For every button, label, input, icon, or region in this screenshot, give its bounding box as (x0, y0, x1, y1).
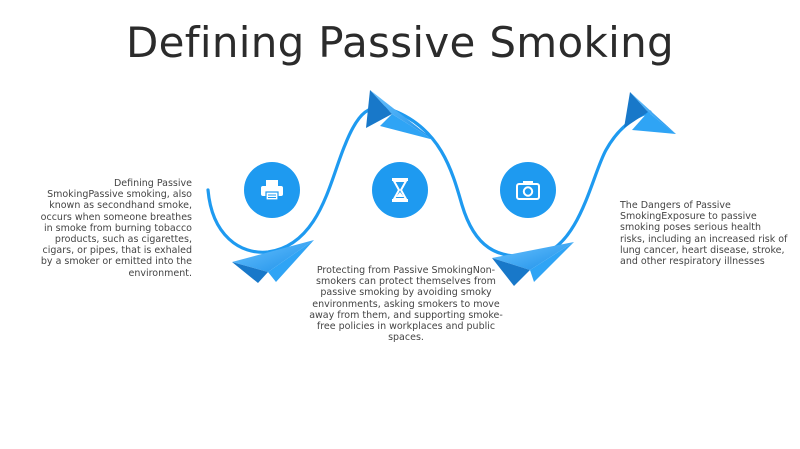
step-2-text: Protecting from Passive SmokingNon-smoke… (309, 265, 503, 344)
paper-plane-icon (492, 242, 574, 286)
slide-title: Defining Passive Smoking (126, 18, 674, 67)
step-2-circle (372, 162, 428, 218)
hourglass-icon (390, 177, 410, 203)
step-1-text: Defining Passive SmokingPassive smoking,… (40, 178, 192, 279)
printer-icon (259, 178, 285, 202)
step-1-circle (244, 162, 300, 218)
camera-icon (516, 180, 540, 200)
step-3-text: The Dangers of Passive SmokingExposure t… (620, 200, 788, 268)
step-3-circle (500, 162, 556, 218)
paper-plane-icon (624, 92, 676, 134)
paper-plane-icon (232, 240, 314, 283)
paper-plane-icon (366, 90, 434, 140)
